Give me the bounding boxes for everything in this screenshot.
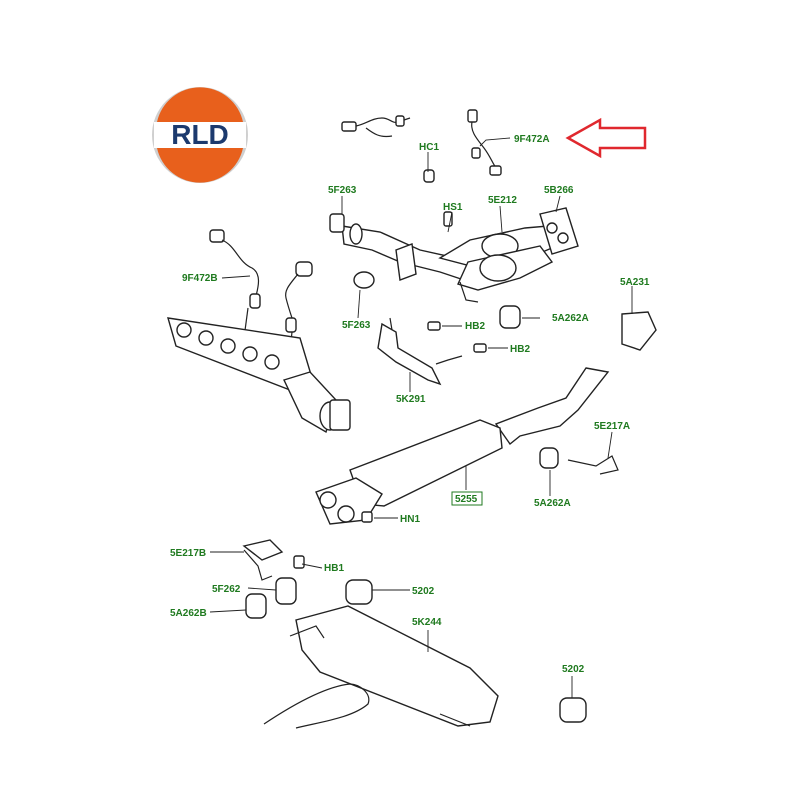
label-9f472b: 9F472B — [182, 273, 218, 284]
heat-shield-bracket — [377, 305, 521, 386]
label-5k291: 5K291 — [396, 394, 426, 405]
label-hs1: HS1 — [443, 202, 463, 213]
label-5f263-top: 5F263 — [328, 185, 357, 196]
label-5e212: 5E212 — [488, 195, 517, 206]
part-labels: 9F472A HC1 5F263 HS1 5E212 5B266 9F472B … — [170, 134, 650, 675]
front-downpipe-catalysts — [329, 207, 579, 303]
label-hb2-top: HB2 — [465, 321, 485, 332]
label-9f472a: 9F472A — [514, 134, 550, 145]
label-5a231: 5A231 — [620, 277, 650, 288]
label-5255-box — [451, 491, 483, 506]
label-5e217a: 5E217A — [594, 421, 630, 432]
oxygen-sensors-front — [341, 109, 502, 183]
label-5a262b: 5A262B — [170, 608, 207, 619]
rear-silencer — [263, 605, 499, 729]
label-hb1: HB1 — [324, 563, 344, 574]
rear-bank-manifold — [167, 229, 351, 434]
rld-logo: RLD — [152, 87, 248, 183]
label-5e217b: 5E217B — [170, 548, 206, 559]
label-5a262a-top: 5A262A — [552, 313, 589, 324]
label-hn1: HN1 — [400, 514, 420, 525]
centre-silencer-pipe — [315, 311, 657, 525]
label-5255: 5255 — [455, 494, 478, 505]
label-5b266: 5B266 — [544, 185, 574, 196]
label-5202-bottom: 5202 — [562, 664, 585, 675]
label-5f262: 5F262 — [212, 584, 241, 595]
label-5k244: 5K244 — [412, 617, 442, 628]
label-hb2-bottom: HB2 — [510, 344, 530, 355]
highlight-arrow-icon — [565, 117, 647, 159]
label-5202-mid: 5202 — [412, 586, 435, 597]
leader-lines — [209, 137, 633, 698]
label-5a262a-bottom: 5A262A — [534, 498, 571, 509]
rear-hangers — [242, 539, 587, 723]
label-5f263-bottom: 5F263 — [342, 320, 371, 331]
label-hc1: HC1 — [419, 142, 439, 153]
logo-text: RLD — [171, 119, 229, 150]
